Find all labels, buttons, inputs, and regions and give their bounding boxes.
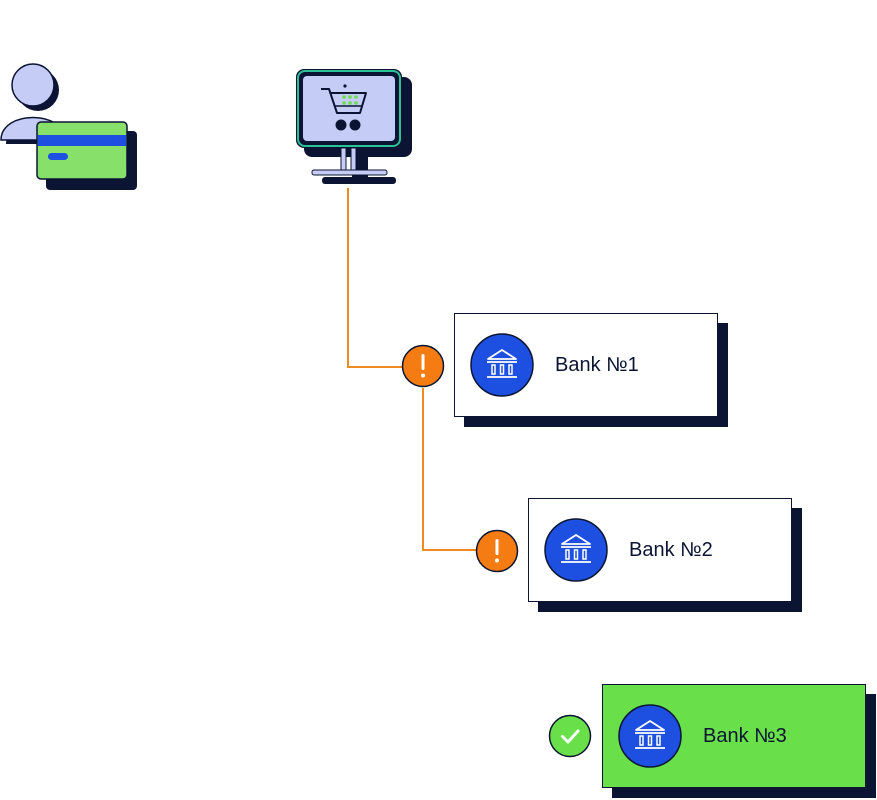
- bank-building-icon: [618, 704, 682, 768]
- bank-building-icon: [544, 518, 608, 582]
- bank-2-label: Bank №2: [629, 539, 713, 561]
- bank-1-warning-icon: [401, 344, 445, 388]
- bank-card-1[interactable]: Bank №1: [454, 313, 718, 417]
- person-with-card-icon: [0, 63, 137, 190]
- bank-3-check-icon: [548, 714, 592, 758]
- bank-card-2[interactable]: Bank №2: [528, 498, 792, 602]
- shopping-cart-monitor-icon: [296, 69, 412, 184]
- bank-1-label: Bank №1: [555, 354, 639, 376]
- bank-building-icon: [470, 333, 534, 397]
- connector-store-to-bank1: [347, 188, 402, 368]
- bank-3-label: Bank №3: [703, 725, 787, 747]
- bank-card-3[interactable]: Bank №3: [602, 684, 866, 788]
- bank-2-warning-icon: [475, 529, 519, 573]
- connector-bank1-to-bank2: [422, 388, 476, 551]
